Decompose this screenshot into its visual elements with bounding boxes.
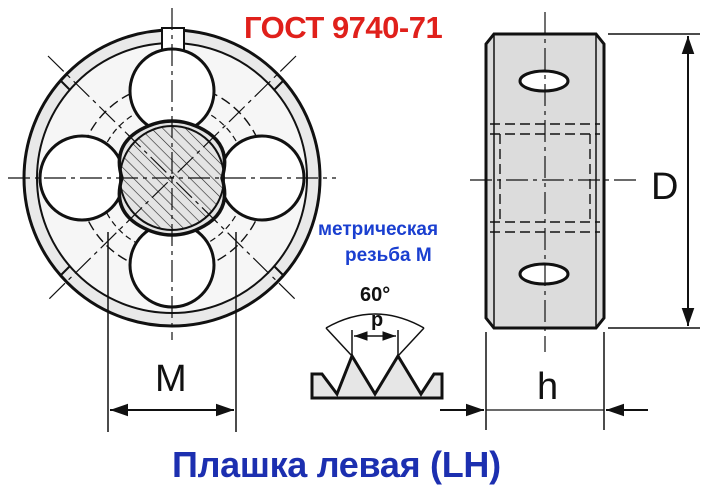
page-title: Плашка левая (LH) xyxy=(172,444,501,485)
dimension-h-label: h xyxy=(537,366,559,408)
side-view xyxy=(470,12,640,352)
thread-angle-label: 60° xyxy=(360,284,391,306)
thread-profile xyxy=(310,313,444,400)
dimension-m-label: M xyxy=(155,358,187,400)
dimension-h xyxy=(440,332,648,430)
front-view xyxy=(8,8,336,340)
thread-note-line2: резьба М xyxy=(345,245,432,266)
dimension-d xyxy=(608,33,700,329)
dimension-m xyxy=(107,232,237,432)
side-slot-top xyxy=(518,69,570,93)
center-lines xyxy=(8,8,336,340)
standard-label: ГОСТ 9740-71 xyxy=(244,10,443,45)
thread-note-line1: метрическая xyxy=(318,219,439,240)
thread-teeth xyxy=(310,352,444,400)
thread-pitch-label: p xyxy=(371,309,384,331)
side-slot-bottom xyxy=(518,262,570,286)
dimension-d-label: D xyxy=(651,166,679,208)
